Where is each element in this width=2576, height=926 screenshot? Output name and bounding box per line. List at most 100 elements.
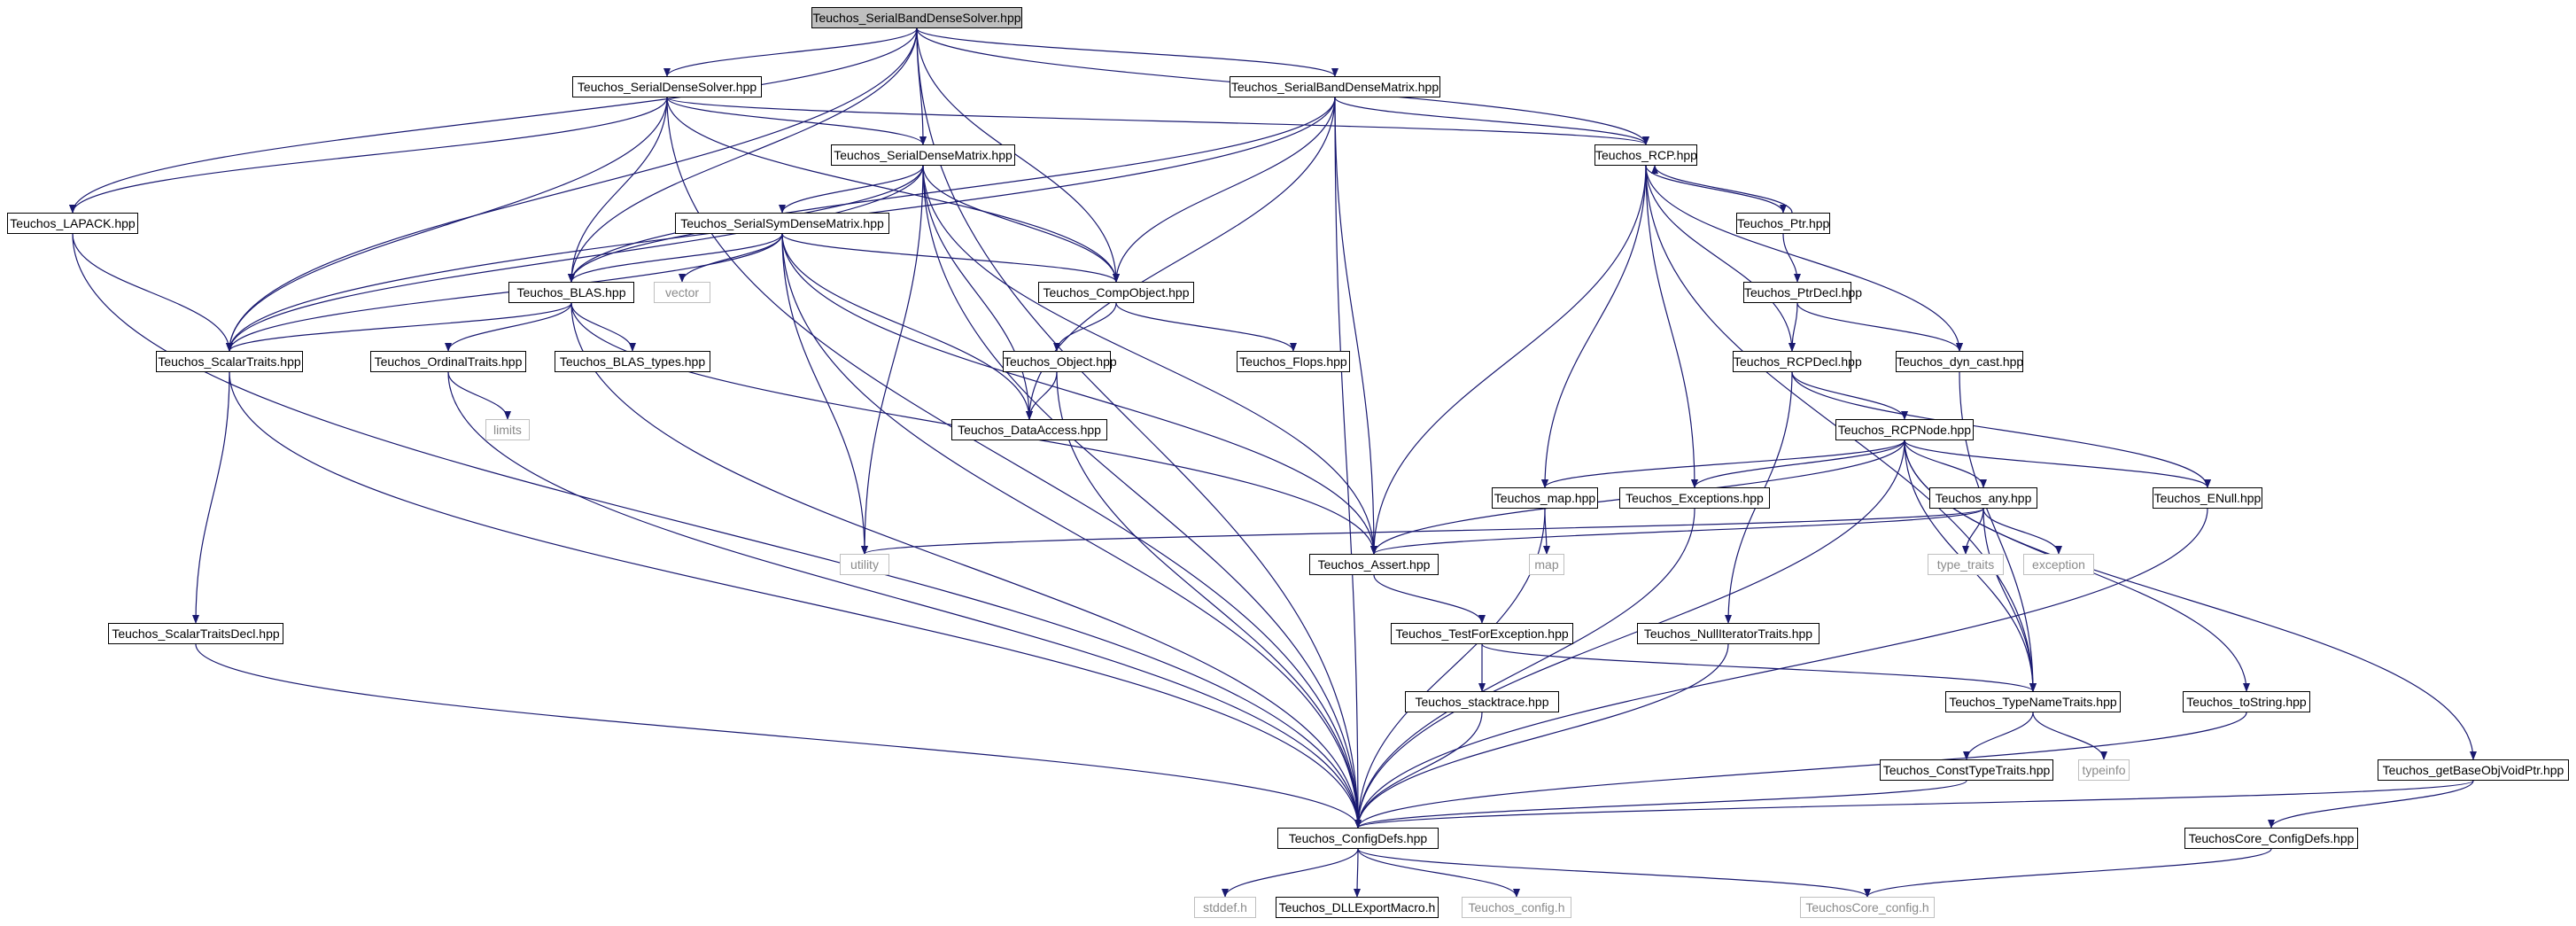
node-teuchos-exceptions-hpp[interactable]: Teuchos_Exceptions.hpp	[1619, 487, 1770, 509]
edge-config-to-dllexp	[1354, 848, 1362, 898]
edge-compobj-to-flops	[1115, 302, 1297, 352]
node-teuchos-serialdensesolver-hpp[interactable]: Teuchos_SerialDenseSolver.hpp	[572, 76, 762, 97]
node-teuchos-ordinaltraits-hpp[interactable]: Teuchos_OrdinalTraits.hpp	[370, 351, 526, 372]
edge-sdm-to-ssdm	[779, 165, 924, 214]
edge-any-to-exception	[1982, 508, 2062, 555]
node-teuchoscore-configdefs-hpp[interactable]: TeuchosCore_ConfigDefs.hpp	[2184, 828, 2358, 849]
node-teuchos-serialdensematrix-hpp[interactable]: Teuchos_SerialDenseMatrix.hpp	[831, 144, 1015, 166]
edge-rcpdecl-to-rcpnode	[1791, 371, 1908, 420]
node-type-traits: type_traits	[1928, 554, 2004, 575]
edge-config-to-coreconfig	[1357, 848, 1871, 898]
node-teuchos-scalartraits-hpp[interactable]: Teuchos_ScalarTraits.hpp	[156, 351, 303, 372]
edge-blas-to-ordinal	[445, 302, 572, 352]
edge-ordinal-to-config	[447, 371, 1362, 829]
node-teuchoscore-config-h: TeuchosCore_config.h	[1800, 897, 1935, 918]
edge-sbdm-to-rcp	[1334, 97, 1649, 145]
edge-scalardecl-to-config	[195, 643, 1362, 829]
edge-rcpnode-to-enull	[1904, 440, 2211, 488]
edge-compobj-to-object	[1053, 302, 1117, 352]
edge-root-to-config	[916, 27, 1362, 829]
edge-gbovp-to-corecfgdefs	[2268, 780, 2474, 829]
node-teuchos-rcpdecl-hpp[interactable]: Teuchos_RCPDecl.hpp	[1733, 351, 1862, 372]
edge-ssdm-to-blas	[568, 233, 783, 283]
node-teuchos-tostring-hpp[interactable]: Teuchos_toString.hpp	[2183, 691, 2310, 712]
node-teuchos-ptrdecl-hpp[interactable]: Teuchos_PtrDecl.hpp	[1743, 282, 1862, 303]
node-teuchos-config-h: Teuchos_config.h	[1462, 897, 1571, 918]
edge-tnt-to-typeinfo	[2032, 712, 2107, 760]
node-teuchos-compobject-hpp[interactable]: Teuchos_CompObject.hpp	[1038, 282, 1194, 303]
node-teuchos-typenametraits-hpp[interactable]: Teuchos_TypeNameTraits.hpp	[1945, 691, 2121, 712]
node-teuchos-dyn-cast-hpp[interactable]: Teuchos_dyn_cast.hpp	[1896, 351, 2023, 372]
node-limits: limits	[485, 419, 530, 440]
edge-rcp-to-map_h	[1541, 165, 1647, 488]
edge-sds-to-scalar	[226, 97, 668, 352]
edge-scalar-to-scalardecl	[192, 371, 230, 624]
node-teuchos-any-hpp[interactable]: Teuchos_any.hpp	[1929, 487, 2037, 509]
edge-corecfgdefs-to-coreconfig	[1864, 848, 2272, 898]
edge-enull-to-config	[1354, 508, 2208, 829]
node-teuchos-consttypetraits-hpp[interactable]: Teuchos_ConstTypeTraits.hpp	[1880, 759, 2053, 781]
edge-sds-to-sdm	[666, 97, 927, 145]
node-teuchos-serialbanddensematrix-hpp[interactable]: Teuchos_SerialBandDenseMatrix.hpp	[1230, 76, 1440, 97]
edge-rcp-to-except	[1645, 165, 1698, 488]
edge-gbovp-to-config	[1354, 780, 2474, 829]
node-teuchos-rcpnode-hpp[interactable]: Teuchos_RCPNode.hpp	[1835, 419, 1974, 440]
edge-except-to-config	[1354, 508, 1695, 829]
node-teuchos-scalartraitsdecl-hpp[interactable]: Teuchos_ScalarTraitsDecl.hpp	[108, 623, 283, 644]
edge-ssdm-to-dataacc	[781, 233, 1033, 420]
node-teuchos-configdefs-hpp[interactable]: Teuchos_ConfigDefs.hpp	[1277, 828, 1439, 849]
node-teuchos-blas-types-hpp[interactable]: Teuchos_BLAS_types.hpp	[555, 351, 710, 372]
edge-root-to-compobj	[916, 27, 1120, 283]
edge-tostring-to-config	[1354, 712, 2247, 829]
edge-sdm-to-scalar	[226, 165, 924, 352]
edge-ptrdecl-to-rcpdecl	[1788, 302, 1798, 352]
edge-rcpdecl-to-enull	[1791, 371, 2211, 488]
node-teuchos-blas-hpp[interactable]: Teuchos_BLAS.hpp	[508, 282, 634, 303]
edge-blas-to-config	[570, 302, 1362, 829]
edge-scalar-to-config	[229, 371, 1362, 829]
edge-config-to-tconfig	[1357, 848, 1520, 898]
node-teuchos-ptr-hpp[interactable]: Teuchos_Ptr.hpp	[1736, 213, 1830, 234]
edge-assert-to-tfe	[1373, 574, 1486, 624]
node-teuchos-dataaccess-hpp[interactable]: Teuchos_DataAccess.hpp	[951, 419, 1107, 440]
edge-rcpnode-to-config	[1354, 440, 1905, 829]
node-teuchos-nulliteratortraits-hpp[interactable]: Teuchos_NullIteratorTraits.hpp	[1637, 623, 1819, 644]
edge-tfe-to-tnt	[1481, 643, 2037, 692]
edge-config-to-stddef	[1222, 848, 1359, 898]
edge-sdm-to-compobj	[922, 165, 1120, 283]
edge-blas-to-blastypes	[570, 302, 636, 352]
edge-ssdm-to-vector	[679, 233, 783, 283]
edge-ptr-to-ptrdecl	[1782, 233, 1801, 283]
node-teuchos-rcp-hpp[interactable]: Teuchos_RCP.hpp	[1594, 144, 1697, 166]
edge-ssdm-to-assert	[781, 233, 1377, 555]
edge-ssdm-to-scalar	[226, 233, 783, 352]
node-teuchos-dllexportmacro-h[interactable]: Teuchos_DLLExportMacro.h	[1276, 897, 1439, 918]
edge-sds-to-compobj	[666, 97, 1120, 283]
edge-object-to-dataacc	[1026, 371, 1058, 420]
edge-ssdm-to-compobj	[781, 233, 1120, 283]
edge-sds-to-rcp	[666, 97, 1649, 145]
node-teuchos-map-hpp[interactable]: Teuchos_map.hpp	[1492, 487, 1598, 509]
edge-object-to-config	[1056, 371, 1362, 829]
edge-tnt-to-ctt	[1963, 712, 2034, 760]
edge-any-to-tnt	[1982, 508, 2037, 692]
edge-sds-to-lapack	[69, 97, 668, 214]
edge-sdm-to-assert	[922, 165, 1377, 555]
node-teuchos-lapack-hpp[interactable]: Teuchos_LAPACK.hpp	[7, 213, 138, 234]
edge-ctt-to-config	[1354, 780, 1967, 829]
node-teuchos-stacktrace-hpp[interactable]: Teuchos_stacktrace.hpp	[1405, 691, 1559, 712]
edge-lapack-to-scalar	[72, 233, 233, 352]
node-teuchos-flops-hpp[interactable]: Teuchos_Flops.hpp	[1237, 351, 1350, 372]
edge-ptrdecl-to-dyncast	[1796, 302, 1963, 352]
node-teuchos-object-hpp[interactable]: Teuchos_Object.hpp	[1003, 351, 1117, 372]
node-teuchos-serialsymdensematrix-hpp[interactable]: Teuchos_SerialSymDenseMatrix.hpp	[675, 213, 889, 234]
node-teuchos-testforexception-hpp[interactable]: Teuchos_TestForException.hpp	[1391, 623, 1573, 644]
node-teuchos-getbaseobjvoidptr-hpp[interactable]: Teuchos_getBaseObjVoidPtr.hpp	[2378, 759, 2569, 781]
node-teuchos-serialbanddensesolver-hpp: Teuchos_SerialBandDenseSolver.hpp	[811, 7, 1022, 28]
edge-root-to-sbdm	[916, 27, 1338, 77]
node-teuchos-enull-hpp[interactable]: Teuchos_ENull.hpp	[2153, 487, 2262, 509]
edge-sds-to-blas	[568, 97, 668, 283]
node-teuchos-assert-hpp[interactable]: Teuchos_Assert.hpp	[1309, 554, 1439, 575]
edge-rcpnode-to-any	[1904, 440, 1987, 488]
edge-sdm-to-config	[922, 165, 1362, 829]
